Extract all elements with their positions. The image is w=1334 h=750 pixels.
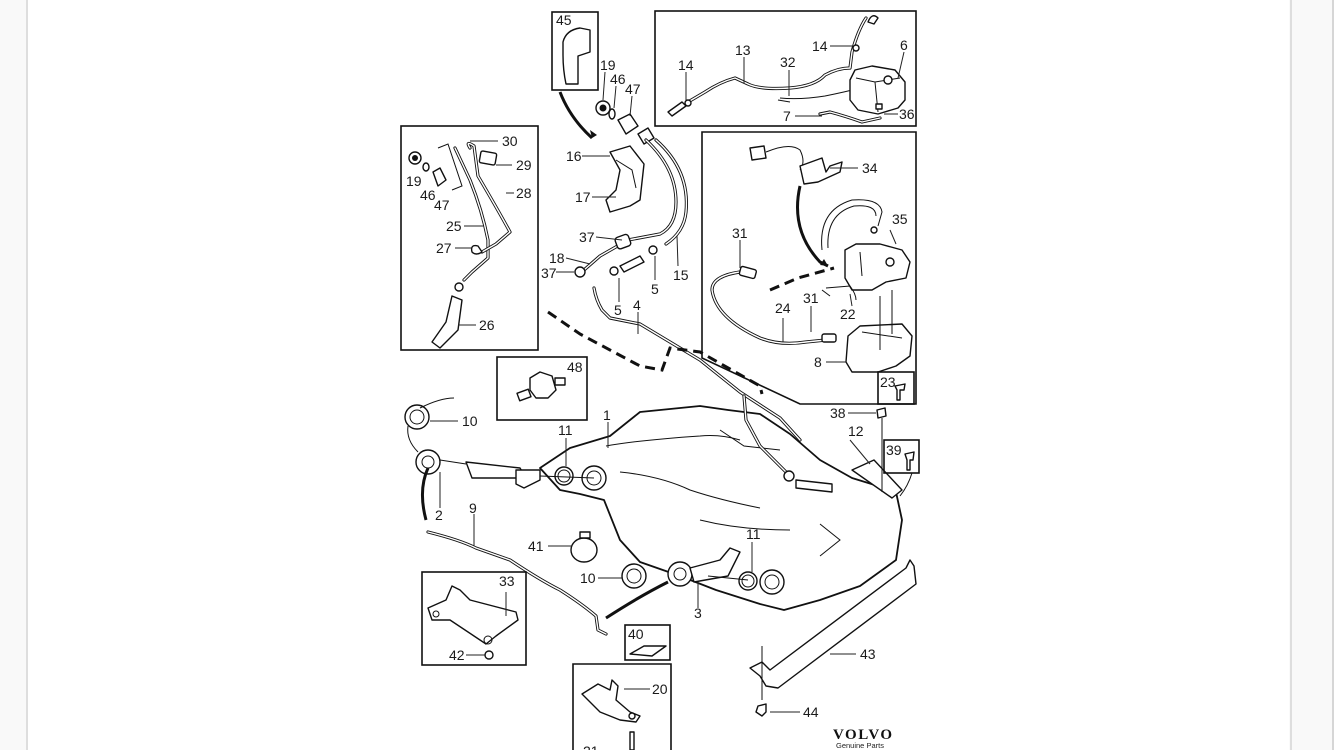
callout-37-bottom: 37 — [541, 265, 557, 281]
callout-34: 34 — [862, 160, 878, 176]
callout-40: 40 — [628, 626, 644, 642]
callout-28: 28 — [516, 185, 532, 201]
tank-strap: 43 44 — [749, 559, 917, 720]
inset-box-33: 33 42 — [421, 571, 527, 666]
callout-13: 13 — [735, 42, 751, 58]
callout-11-lower: 11 — [746, 526, 761, 542]
scrollbar-track[interactable] — [1332, 0, 1334, 750]
callout-47-inset: 47 — [434, 197, 450, 213]
fuel-pump-right: 41 10 3 — [528, 531, 749, 621]
callout-26: 26 — [479, 317, 495, 333]
part-48-sensor — [529, 371, 557, 399]
inset-box-20: 20 21 — [572, 663, 672, 750]
callout-47: 47 — [625, 81, 641, 97]
left-gutter — [0, 0, 28, 750]
callout-44: 44 — [803, 704, 819, 720]
brand-name: VOLVO — [833, 727, 894, 743]
callout-32: 32 — [780, 54, 796, 70]
callout-25: 25 — [446, 218, 462, 234]
callout-33: 33 — [499, 573, 515, 589]
callout-21: 21 — [583, 743, 599, 750]
inset-box-filler-neck: 30 29 28 19 46 47 25 27 26 — [400, 125, 539, 351]
wire-9: 9 — [426, 500, 608, 636]
callout-38: 38 — [830, 405, 846, 421]
callout-1: 1 — [603, 407, 611, 423]
callout-41: 41 — [528, 538, 544, 554]
brand-subtitle: Genuine Parts — [836, 741, 884, 750]
callout-31-left: 31 — [732, 225, 748, 241]
part-16-bracket — [605, 145, 645, 213]
callout-22: 22 — [840, 306, 856, 322]
callout-31-right: 31 — [803, 290, 819, 306]
callout-11-upper: 11 — [558, 422, 573, 438]
callout-7: 7 — [783, 108, 791, 124]
callout-27: 27 — [436, 240, 452, 256]
filler-hose-assembly: 19 46 47 16 17 37 18 37 5 5 15 — [541, 57, 802, 442]
callout-20: 20 — [652, 681, 668, 697]
part-26-hose — [431, 295, 463, 349]
callout-12: 12 — [848, 423, 864, 439]
callout-5-left: 5 — [614, 302, 622, 318]
callout-14-left: 14 — [678, 57, 694, 73]
part-33-shield — [427, 585, 519, 645]
inset-box-evap-top: 14 13 32 14 6 7 36 — [654, 10, 917, 127]
callout-5-right: 5 — [651, 281, 659, 297]
part-35-valve — [844, 243, 911, 291]
right-gutter — [1290, 0, 1334, 750]
part-43-strap — [749, 559, 917, 689]
callout-19: 19 — [600, 57, 616, 73]
callout-23: 23 — [880, 374, 896, 390]
callout-2: 2 — [435, 507, 443, 523]
part-20-bracket — [581, 679, 641, 723]
volvo-logo: VOLVO Genuine Parts — [833, 727, 894, 750]
callout-14-right: 14 — [812, 38, 828, 54]
callout-45: 45 — [556, 12, 572, 28]
callout-42: 42 — [449, 647, 465, 663]
part-8-cover — [845, 323, 913, 373]
callout-30: 30 — [502, 133, 518, 149]
callout-37-top: 37 — [579, 229, 595, 245]
part-45-seal — [562, 27, 591, 85]
fuel-pump-left: 10 2 — [404, 397, 595, 523]
callout-39: 39 — [886, 442, 902, 458]
callout-16: 16 — [566, 148, 582, 164]
inset-box-48: 48 — [496, 356, 588, 421]
callout-36: 36 — [899, 106, 915, 122]
callout-19-inset: 19 — [406, 173, 422, 189]
callout-10-upper: 10 — [462, 413, 478, 429]
inset-box-40: 40 — [624, 624, 671, 661]
callout-24: 24 — [775, 300, 791, 316]
callout-15: 15 — [673, 267, 689, 283]
callout-35: 35 — [892, 211, 908, 227]
callout-17: 17 — [575, 189, 591, 205]
callout-46: 46 — [610, 71, 626, 87]
callout-6: 6 — [900, 37, 908, 53]
callout-48: 48 — [567, 359, 583, 375]
callout-18: 18 — [549, 250, 565, 266]
part-1-fuel-tank — [539, 405, 903, 611]
callout-29: 29 — [516, 157, 532, 173]
callout-8: 8 — [814, 354, 822, 370]
inset-box-evap-canister: 34 35 31 31 24 22 8 23 — [701, 131, 917, 405]
inset-box-45: 45 — [551, 11, 599, 140]
callout-10-lower: 10 — [580, 570, 596, 586]
fuel-tank-assembly: 1 12 38 39 11 11 — [539, 394, 920, 611]
part-41-clamp — [570, 537, 598, 563]
part-40-label — [629, 645, 667, 657]
callout-9: 9 — [469, 500, 477, 516]
callout-46-inset: 46 — [420, 187, 436, 203]
callout-4: 4 — [633, 297, 641, 313]
callout-3: 3 — [694, 605, 702, 621]
callout-43: 43 — [860, 646, 876, 662]
